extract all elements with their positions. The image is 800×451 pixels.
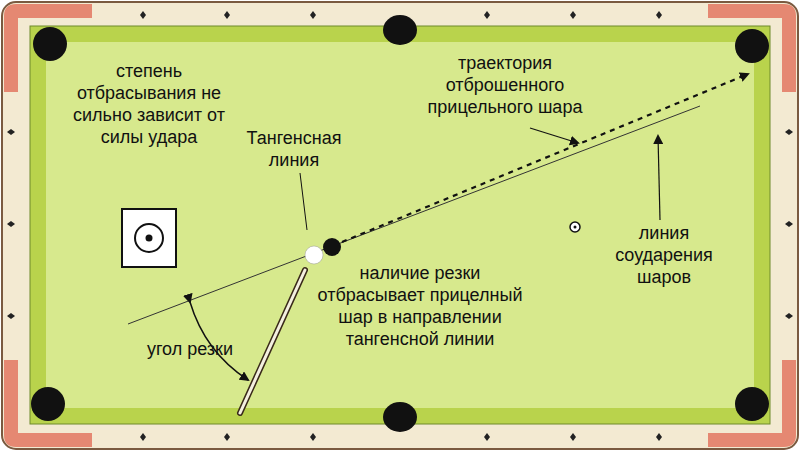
- annotation-label: наличие резки отбрасывает прицелный шар …: [315, 262, 525, 350]
- spot-mark-dot: [574, 226, 577, 229]
- spot-mark: [570, 222, 580, 232]
- cue-stick: [240, 270, 305, 413]
- annotation-label: траектория отброшенного прицельного шара: [415, 52, 595, 118]
- annotation-label: Тангенсная линия: [229, 127, 359, 171]
- felt: [46, 42, 754, 408]
- cue-stick-inner: [240, 270, 305, 413]
- hit-symbol-dot: [146, 235, 153, 242]
- annotation-label: линия соударения шаров: [589, 222, 739, 288]
- leader-line: [300, 173, 307, 230]
- leader-line: [658, 136, 660, 220]
- annotation-label: угол резки: [145, 338, 235, 360]
- cushion: [30, 26, 770, 424]
- leader-line: [530, 128, 578, 143]
- object-ball: [323, 238, 341, 256]
- pockets: [31, 15, 769, 432]
- annotation-label: степень отбрасывания не сильно зависит о…: [64, 60, 234, 148]
- cue-ball: [305, 246, 323, 264]
- hit-symbol: [135, 224, 163, 252]
- diamonds: [7, 11, 793, 441]
- hit-symbol-box: [122, 209, 176, 267]
